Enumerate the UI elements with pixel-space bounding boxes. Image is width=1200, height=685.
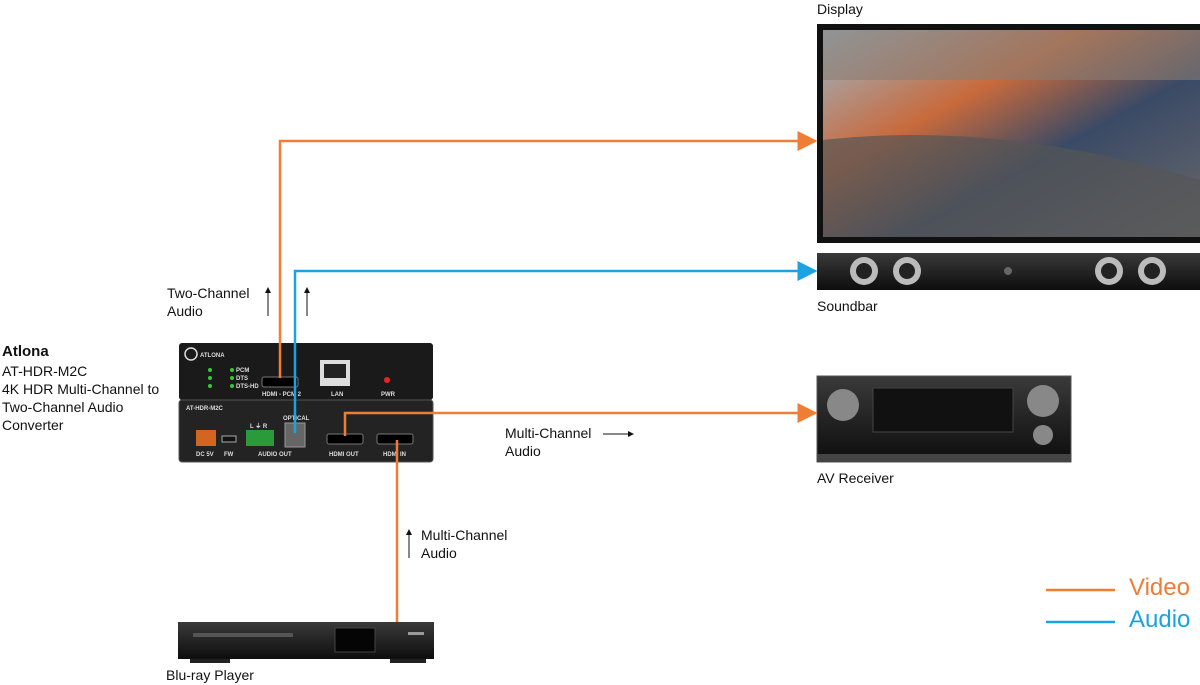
bluray-device	[178, 622, 434, 663]
display-label: Display	[817, 1, 863, 17]
led-dtshd: DTS-HD	[236, 384, 259, 390]
converter-logo: ATLONA	[200, 353, 225, 359]
port-audio-out: AUDIO OUT	[258, 452, 292, 458]
legend-audio: Audio	[1129, 606, 1191, 633]
bluray-label: Blu-ray Player	[166, 667, 254, 683]
multi-in-label-2: Audio	[421, 545, 457, 561]
port-fw: FW	[224, 452, 234, 458]
led-dts: DTS	[236, 376, 248, 382]
av-receiver-device	[816, 375, 1072, 463]
video-line-to-receiver	[343, 403, 818, 436]
display-device	[817, 24, 1200, 243]
soundbar-device	[817, 253, 1200, 290]
port-hdmi-in: HDMI IN	[383, 452, 406, 458]
soundbar-label: Soundbar	[817, 298, 878, 314]
converter-device: ATLONA PCM DTS DTS-HD HDMI - PCM 2 LAN P…	[178, 343, 434, 463]
converter-brand: Atlona	[2, 343, 49, 360]
audio-line-to-soundbar	[293, 261, 818, 433]
legend-video: Video	[1129, 574, 1190, 601]
two-channel-label-2: Audio	[167, 303, 203, 319]
converter-desc-2: Two-Channel Audio	[2, 399, 124, 415]
two-channel-label-1: Two-Channel	[167, 285, 250, 301]
receiver-label: AV Receiver	[817, 470, 894, 486]
multi-in-label-1: Multi-Channel	[421, 527, 508, 543]
port-hdmi-pcm: HDMI - PCM 2	[262, 392, 302, 398]
port-dc: DC 5V	[196, 452, 214, 458]
converter-desc-3: Converter	[2, 417, 64, 433]
panel-model: AT-HDR-M2C	[186, 406, 224, 412]
port-lan: LAN	[331, 392, 343, 398]
multi-out-label-1: Multi-Channel	[505, 425, 592, 441]
video-line-to-display	[278, 131, 818, 378]
led-pcm: PCM	[236, 368, 249, 374]
multi-out-label-2: Audio	[505, 443, 541, 459]
pwr-label: PWR	[381, 392, 396, 398]
port-hdmi-out: HDMI OUT	[329, 452, 359, 458]
converter-desc-1: 4K HDR Multi-Channel to	[2, 381, 160, 397]
port-optical: OPTICAL	[283, 416, 310, 422]
audio-pins: L ⏚ R	[250, 423, 268, 430]
converter-model: AT-HDR-M2C	[2, 363, 88, 379]
